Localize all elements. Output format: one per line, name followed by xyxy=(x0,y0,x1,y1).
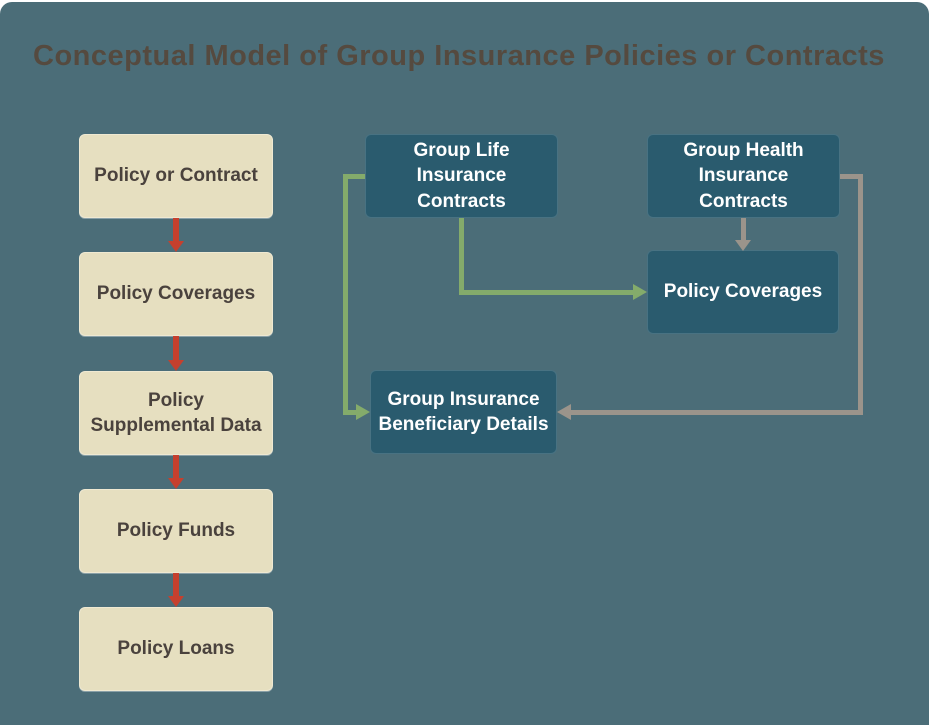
line-segment-horizontal xyxy=(571,410,863,415)
arrow-shaft xyxy=(173,573,179,597)
arrowhead-right-icon xyxy=(356,404,370,420)
arrow-shaft xyxy=(173,336,179,361)
node-policy-supplemental-data: Policy Supplemental Data xyxy=(79,371,273,455)
line-segment-horizontal xyxy=(840,174,863,179)
line-segment-vertical xyxy=(459,218,464,294)
arrow-down-icon xyxy=(168,336,184,371)
node-label: Group Health Insurance Contracts xyxy=(683,140,804,212)
node-label: Policy Loans xyxy=(117,638,235,660)
line-segment-vertical xyxy=(858,174,863,415)
node-policy-coverages-right: Policy Coverages xyxy=(647,250,839,334)
arrow-down-icon xyxy=(168,573,184,607)
arrowhead-down-icon xyxy=(735,240,751,251)
node-group-insurance-beneficiary-details: Group Insurance Beneficiary Details xyxy=(370,370,557,454)
node-label: Group Insurance Beneficiary Details xyxy=(378,388,549,435)
node-label: Policy or Contract xyxy=(94,165,258,187)
arrowhead-down-icon xyxy=(168,478,184,489)
arrowhead-down-icon xyxy=(168,596,184,607)
node-policy-loans: Policy Loans xyxy=(79,607,273,691)
arrow-shaft xyxy=(173,455,179,479)
line-segment-horizontal xyxy=(343,174,365,179)
line-segment-vertical xyxy=(741,218,746,240)
arrowhead-left-icon xyxy=(557,404,571,420)
diagram-title: Conceptual Model of Group Insurance Poli… xyxy=(33,40,885,72)
node-policy-coverages-left: Policy Coverages xyxy=(79,252,273,336)
node-group-health-insurance-contracts: Group Health Insurance Contracts xyxy=(647,134,840,218)
arrowhead-down-icon xyxy=(168,241,184,252)
arrowhead-down-icon xyxy=(168,360,184,371)
node-label: Policy Supplemental Data xyxy=(90,389,262,436)
line-segment-horizontal xyxy=(459,290,633,295)
line-segment-horizontal xyxy=(343,410,356,415)
node-label: Policy Coverages xyxy=(96,283,256,305)
line-segment-vertical xyxy=(343,174,348,415)
arrow-down-icon xyxy=(168,218,184,252)
node-group-life-insurance-contracts: Group Life Insurance Contracts xyxy=(365,134,558,218)
node-label: Policy Funds xyxy=(116,520,236,542)
node-label: Policy Coverages xyxy=(663,281,823,303)
node-policy-funds: Policy Funds xyxy=(79,489,273,573)
arrow-down-icon xyxy=(168,455,184,489)
node-policy-or-contract: Policy or Contract xyxy=(79,134,273,218)
arrow-shaft xyxy=(173,218,179,242)
arrowhead-right-icon xyxy=(633,284,647,300)
node-label: Group Life Insurance Contracts xyxy=(413,140,510,212)
